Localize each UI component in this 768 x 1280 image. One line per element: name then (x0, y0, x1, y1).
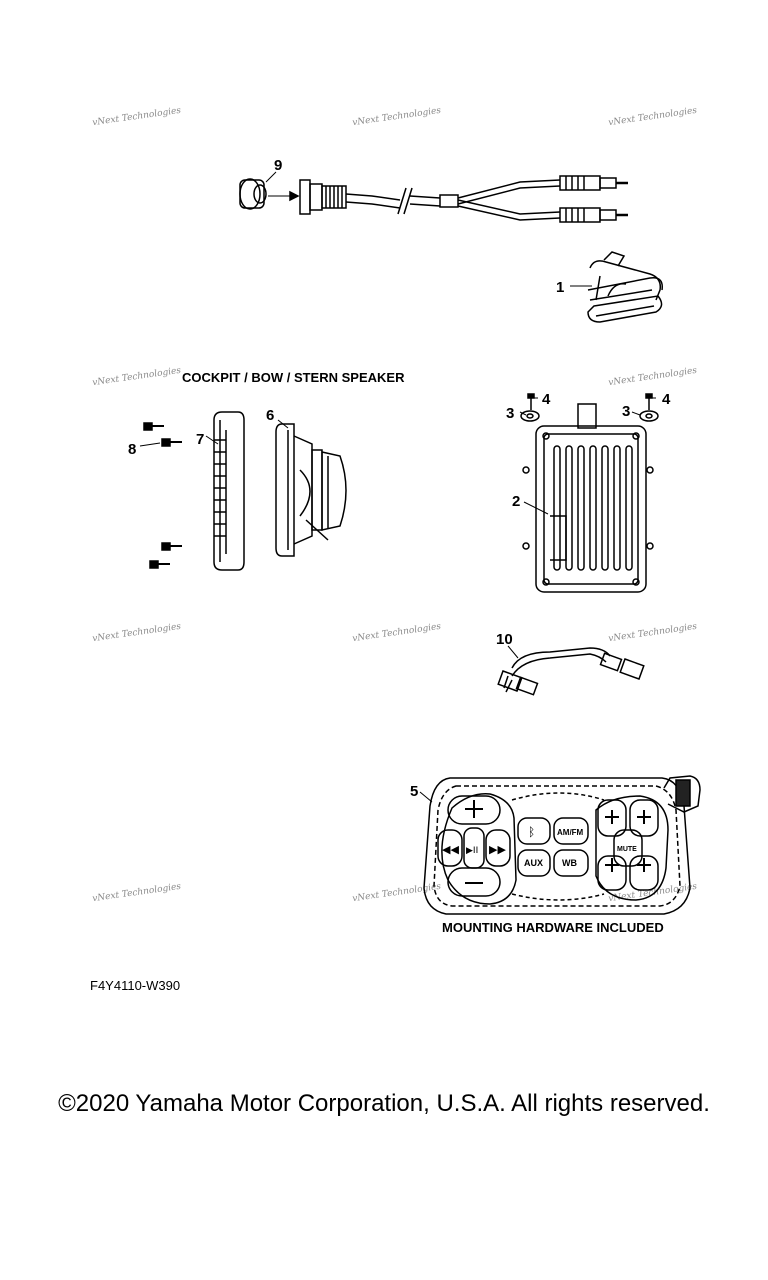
remote-control-panel (419, 775, 701, 915)
remote-label-mute: MUTE (617, 846, 637, 853)
callout-9: 9 (274, 157, 282, 174)
callout-7: 7 (196, 431, 204, 448)
speaker (275, 419, 347, 557)
fuse-holder (570, 251, 663, 323)
bluetooth-icon: ᛒ (528, 825, 535, 839)
callout-4-left: 4 (542, 391, 551, 408)
hardware-note: MOUNTING HARDWARE INCLUDED (442, 920, 664, 935)
callout-5: 5 (410, 783, 418, 800)
callout-10: 10 (496, 631, 513, 648)
amplifier (522, 403, 654, 593)
speaker-grill (205, 411, 245, 571)
previous-icon: ◀◀ (442, 843, 459, 856)
remote-label-wb: WB (562, 858, 577, 868)
amplifier-fasteners (519, 393, 659, 422)
copyright-notice: ©2020 Yamaha Motor Corporation, U.S.A. A… (58, 1090, 710, 1117)
callout-3-right: 3 (622, 403, 630, 420)
aux-input-cable (239, 171, 628, 223)
callout-1: 1 (556, 279, 564, 296)
diagram-code: F4Y4110-W390 (90, 978, 181, 993)
play-pause-icon: ▶II (466, 846, 478, 856)
callout-6: 6 (266, 407, 274, 424)
callout-3-left: 3 (506, 405, 514, 422)
speaker-section-caption: COCKPIT / BOW / STERN SPEAKER (182, 370, 405, 385)
remote-label-aux: AUX (524, 858, 543, 868)
remote-label-am-fm: AM/FM (557, 828, 584, 837)
callout-8: 8 (128, 441, 136, 458)
callout-2: 2 (512, 493, 520, 510)
speaker-screws (139, 422, 182, 569)
callout-4-right: 4 (662, 391, 671, 408)
wire-harness (497, 645, 645, 696)
next-icon: ▶▶ (489, 843, 506, 856)
